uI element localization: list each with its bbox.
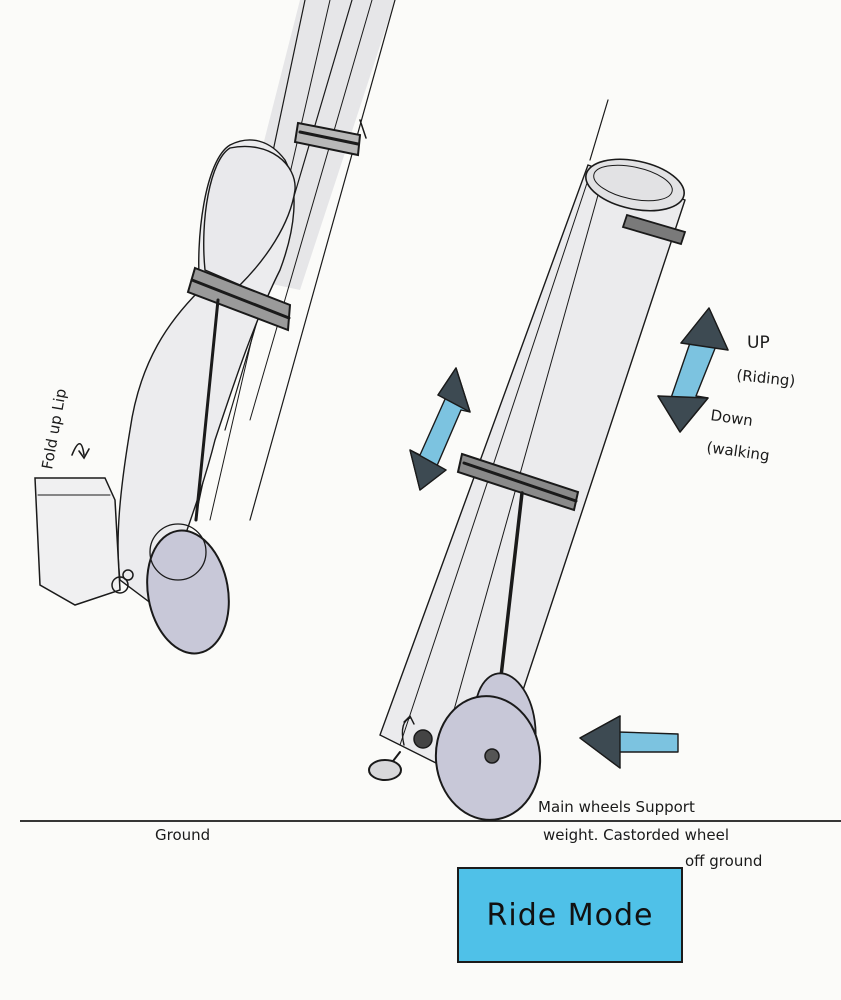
push-arrow-icon xyxy=(579,715,679,769)
fold-up-lip-label: Fold up Lip xyxy=(38,387,70,470)
riding-label: (Riding) xyxy=(736,366,797,390)
down-label: Down xyxy=(709,406,754,430)
ground-label: Ground xyxy=(155,826,210,844)
left-leg-figure xyxy=(34,0,396,655)
walking-label: (walking xyxy=(705,438,770,465)
main-wheels-line3: off ground xyxy=(685,852,762,870)
main-wheels-line1: Main wheels Support xyxy=(538,798,695,816)
up-label: UP xyxy=(747,333,770,353)
up-down-arrow-center-icon xyxy=(409,367,471,491)
ride-mode-title-box: Ride Mode xyxy=(457,867,683,963)
ride-device-figure xyxy=(368,99,687,821)
main-wheels-line2: weight. Castorded wheel xyxy=(543,826,729,844)
up-down-arrow-right-icon xyxy=(657,307,729,433)
ride-mode-title: Ride Mode xyxy=(486,897,654,933)
